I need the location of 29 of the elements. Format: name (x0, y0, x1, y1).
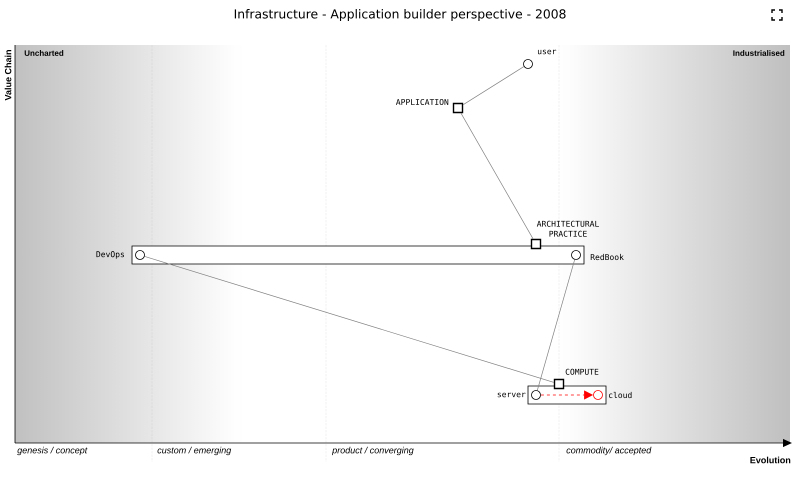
connector (462, 66, 524, 106)
stage-label: genesis / concept (17, 446, 88, 456)
map-component: server (498, 390, 541, 400)
map-component: COMPUTE (554, 368, 598, 390)
chart-title: Infrastructure - Application builder perspective - 2008 (234, 9, 566, 21)
map-component: APPLICATION (396, 98, 464, 114)
node-label: cloud (608, 392, 632, 398)
zone-label: Uncharted (24, 50, 64, 56)
node-label: user (538, 50, 556, 54)
node-label: server (498, 392, 526, 398)
map-component: user (523, 50, 556, 69)
stage-label: custom / emerging (158, 446, 232, 456)
map-component: cloud (593, 390, 632, 400)
node-label: DevOps (96, 251, 124, 259)
connector (537, 259, 575, 391)
node-label: ARCHITECTURAL PRACTICE (536, 220, 599, 237)
node-label: RedBook (590, 254, 624, 260)
connector (144, 256, 554, 383)
connector (460, 112, 534, 240)
map-component: RedBook (571, 250, 624, 260)
map-component: DevOps (96, 250, 145, 260)
stage-label: product / converging (332, 446, 414, 456)
axis-label: Value Chain (4, 50, 12, 100)
zone-label: Industrialised (733, 50, 784, 56)
node-label: COMPUTE (566, 368, 598, 375)
stage-label: commodity/ accepted (566, 446, 652, 456)
axis-label: Evolution (750, 456, 790, 464)
map-component: ARCHITECTURAL PRACTICE (530, 220, 599, 250)
node-label: APPLICATION (396, 98, 448, 106)
